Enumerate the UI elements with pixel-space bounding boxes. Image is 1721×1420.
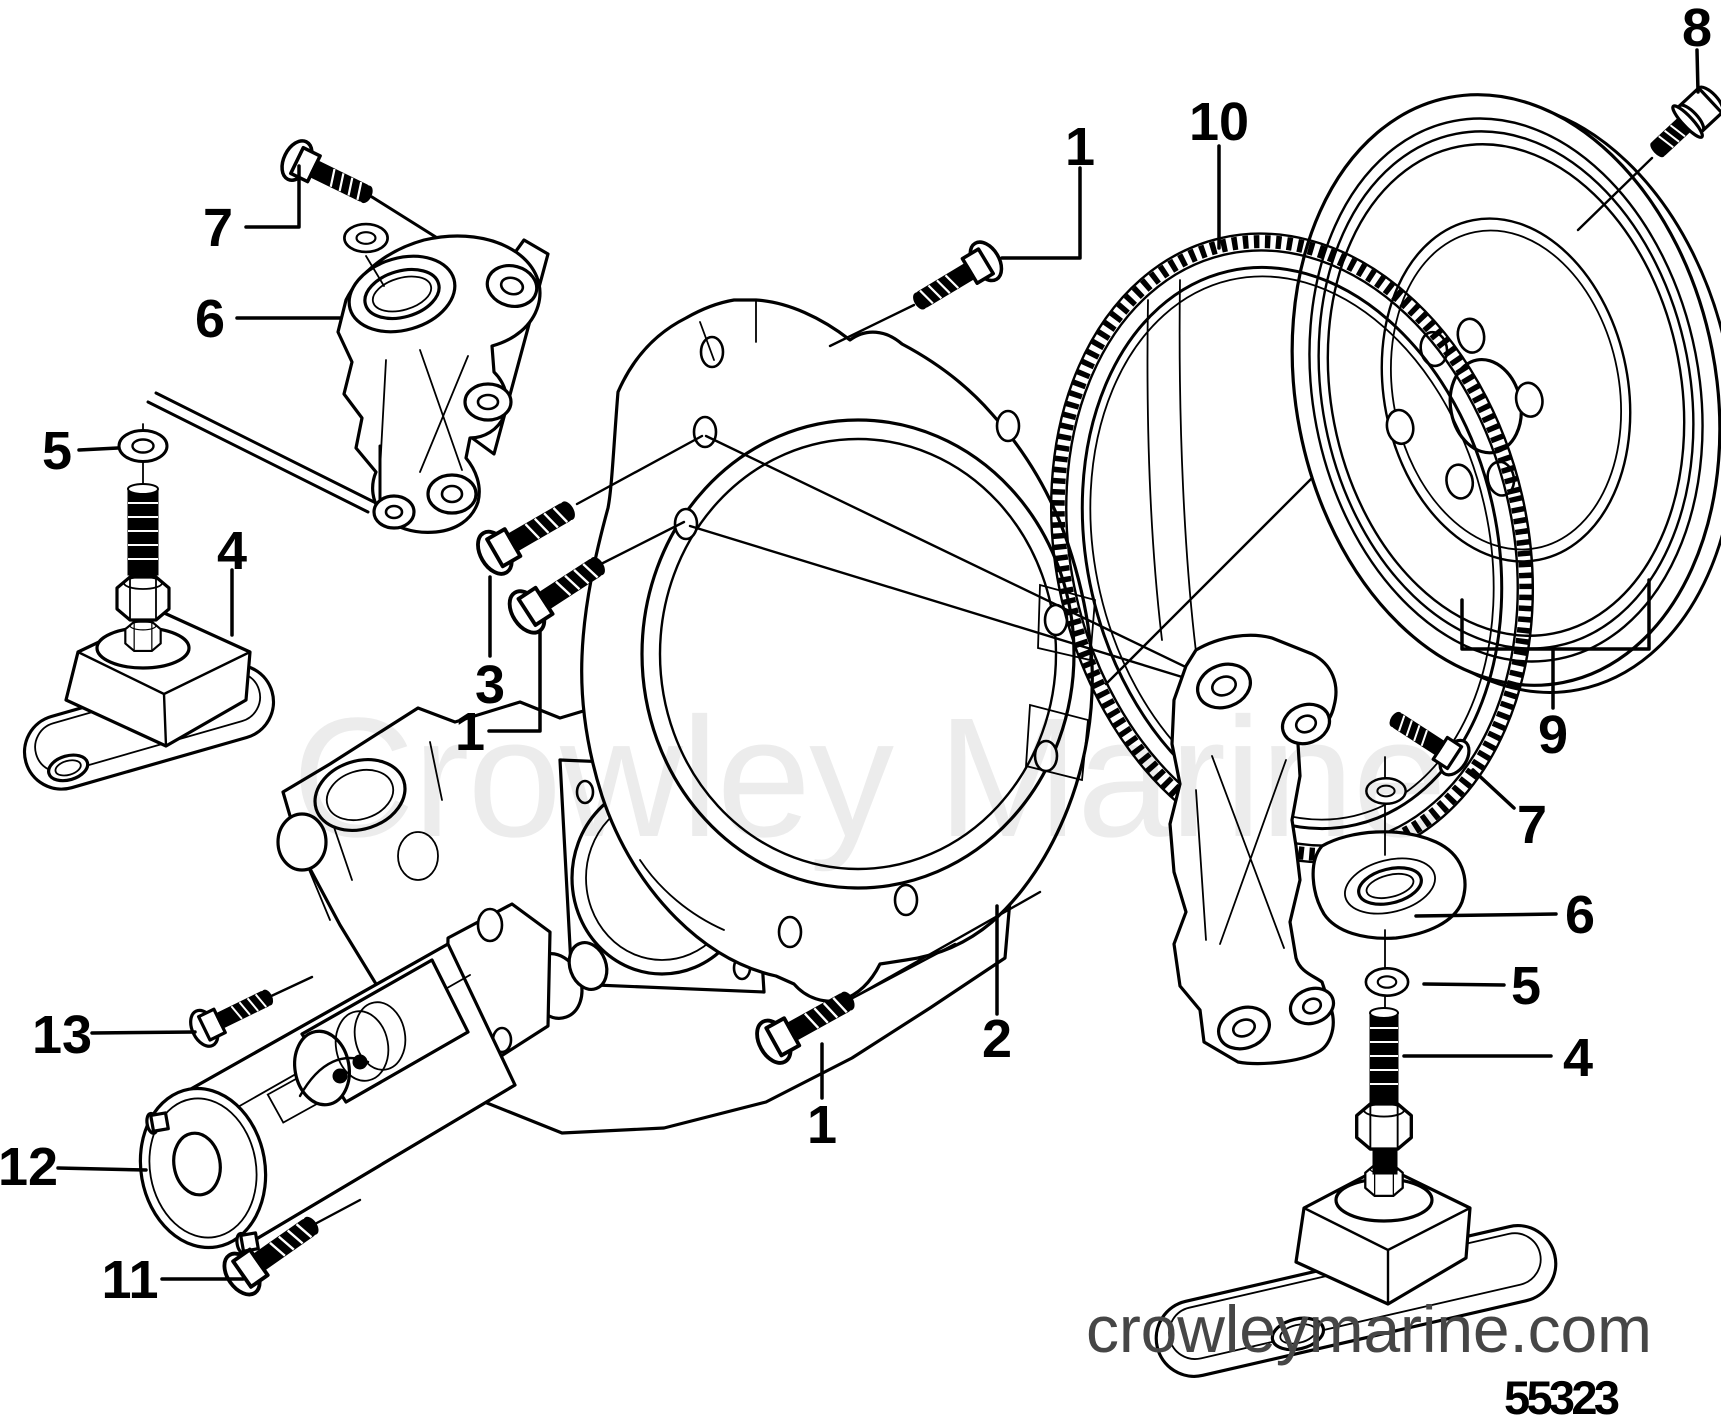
callout-label: 8 — [1682, 0, 1712, 58]
callouts-layer: 7 6 5 4 3 1 1 10 — [0, 0, 1712, 1310]
callout-2: 2 — [982, 904, 1012, 1069]
callout-11: 11 — [101, 1250, 245, 1310]
callout-label: 9 — [1538, 705, 1568, 765]
mount-bracket-left — [336, 195, 542, 534]
flywheel-bolt — [1576, 85, 1721, 232]
bolt-axis-line — [1576, 156, 1654, 232]
assembly-axis-lines — [688, 279, 1452, 997]
gear-teeth — [1051, 235, 1533, 861]
callout-label: 6 — [195, 289, 225, 349]
washer-7-left — [343, 222, 389, 254]
callout-1-mid: 1 — [455, 630, 542, 762]
callout-12: 12 — [0, 1137, 148, 1197]
bolt-7-left — [274, 134, 389, 254]
callout-5-right: 5 — [1422, 956, 1541, 1016]
callout-label: 12 — [0, 1137, 58, 1197]
callout-label: 4 — [1563, 1028, 1593, 1088]
footer-website: crowleymarine.com — [1086, 1292, 1652, 1366]
callout-label: 3 — [475, 655, 505, 715]
bolt-1-top — [828, 234, 1010, 348]
callout-6-left: 6 — [195, 289, 342, 349]
callout-4-left: 4 — [217, 521, 247, 637]
callout-label: 7 — [203, 198, 233, 258]
washer-5-right — [1364, 967, 1410, 997]
callout-4-right: 4 — [1402, 1028, 1593, 1088]
bolt-1-mid — [500, 520, 686, 641]
callout-label: 5 — [42, 421, 72, 481]
callout-label: 2 — [982, 1009, 1012, 1069]
callout-label: 11 — [101, 1250, 158, 1310]
callout-8: 8 — [1682, 0, 1712, 94]
callout-13: 13 — [32, 1005, 197, 1065]
callout-label: 1 — [455, 702, 485, 762]
callout-5-left: 5 — [42, 421, 120, 481]
bolt-3 — [469, 434, 704, 582]
mount-stud-right — [1369, 1007, 1399, 1106]
bolt-1-bottom — [748, 942, 957, 1071]
callout-label: 6 — [1565, 885, 1595, 945]
callout-1-top: 1 — [1000, 117, 1095, 260]
mount-bracket-right — [1168, 633, 1467, 1066]
engine-mount-left — [22, 423, 276, 791]
starter-motor — [138, 902, 552, 1255]
callout-label: 1 — [807, 1095, 837, 1155]
callout-label: 13 — [32, 1005, 92, 1065]
callout-9: 9 — [1460, 578, 1651, 765]
callout-label: 4 — [217, 521, 247, 581]
callout-label: 5 — [1511, 956, 1541, 1016]
callout-label: 10 — [1189, 92, 1249, 152]
guide-lines-left-mount — [146, 391, 382, 514]
bolt-13 — [183, 975, 314, 1053]
callout-label: 1 — [1065, 117, 1095, 177]
callout-1-bottom: 1 — [807, 1042, 837, 1155]
callout-label: 7 — [1517, 795, 1547, 855]
callout-10: 10 — [1189, 92, 1249, 250]
callout-7-right: 7 — [1471, 768, 1547, 855]
flywheel-housing — [580, 298, 1096, 1003]
flywheel — [1290, 93, 1721, 694]
callout-3: 3 — [475, 575, 505, 715]
mount-stud-left — [127, 483, 159, 576]
callout-6-right: 6 — [1414, 885, 1595, 945]
figure-number: 55323 — [1504, 1371, 1620, 1420]
callout-7-left: 7 — [203, 164, 301, 258]
watermark-text: Crowley Marine — [292, 683, 1447, 873]
bolt-11 — [215, 1198, 362, 1303]
washer-5-left — [117, 429, 169, 463]
engine-mount-right — [1154, 967, 1558, 1378]
